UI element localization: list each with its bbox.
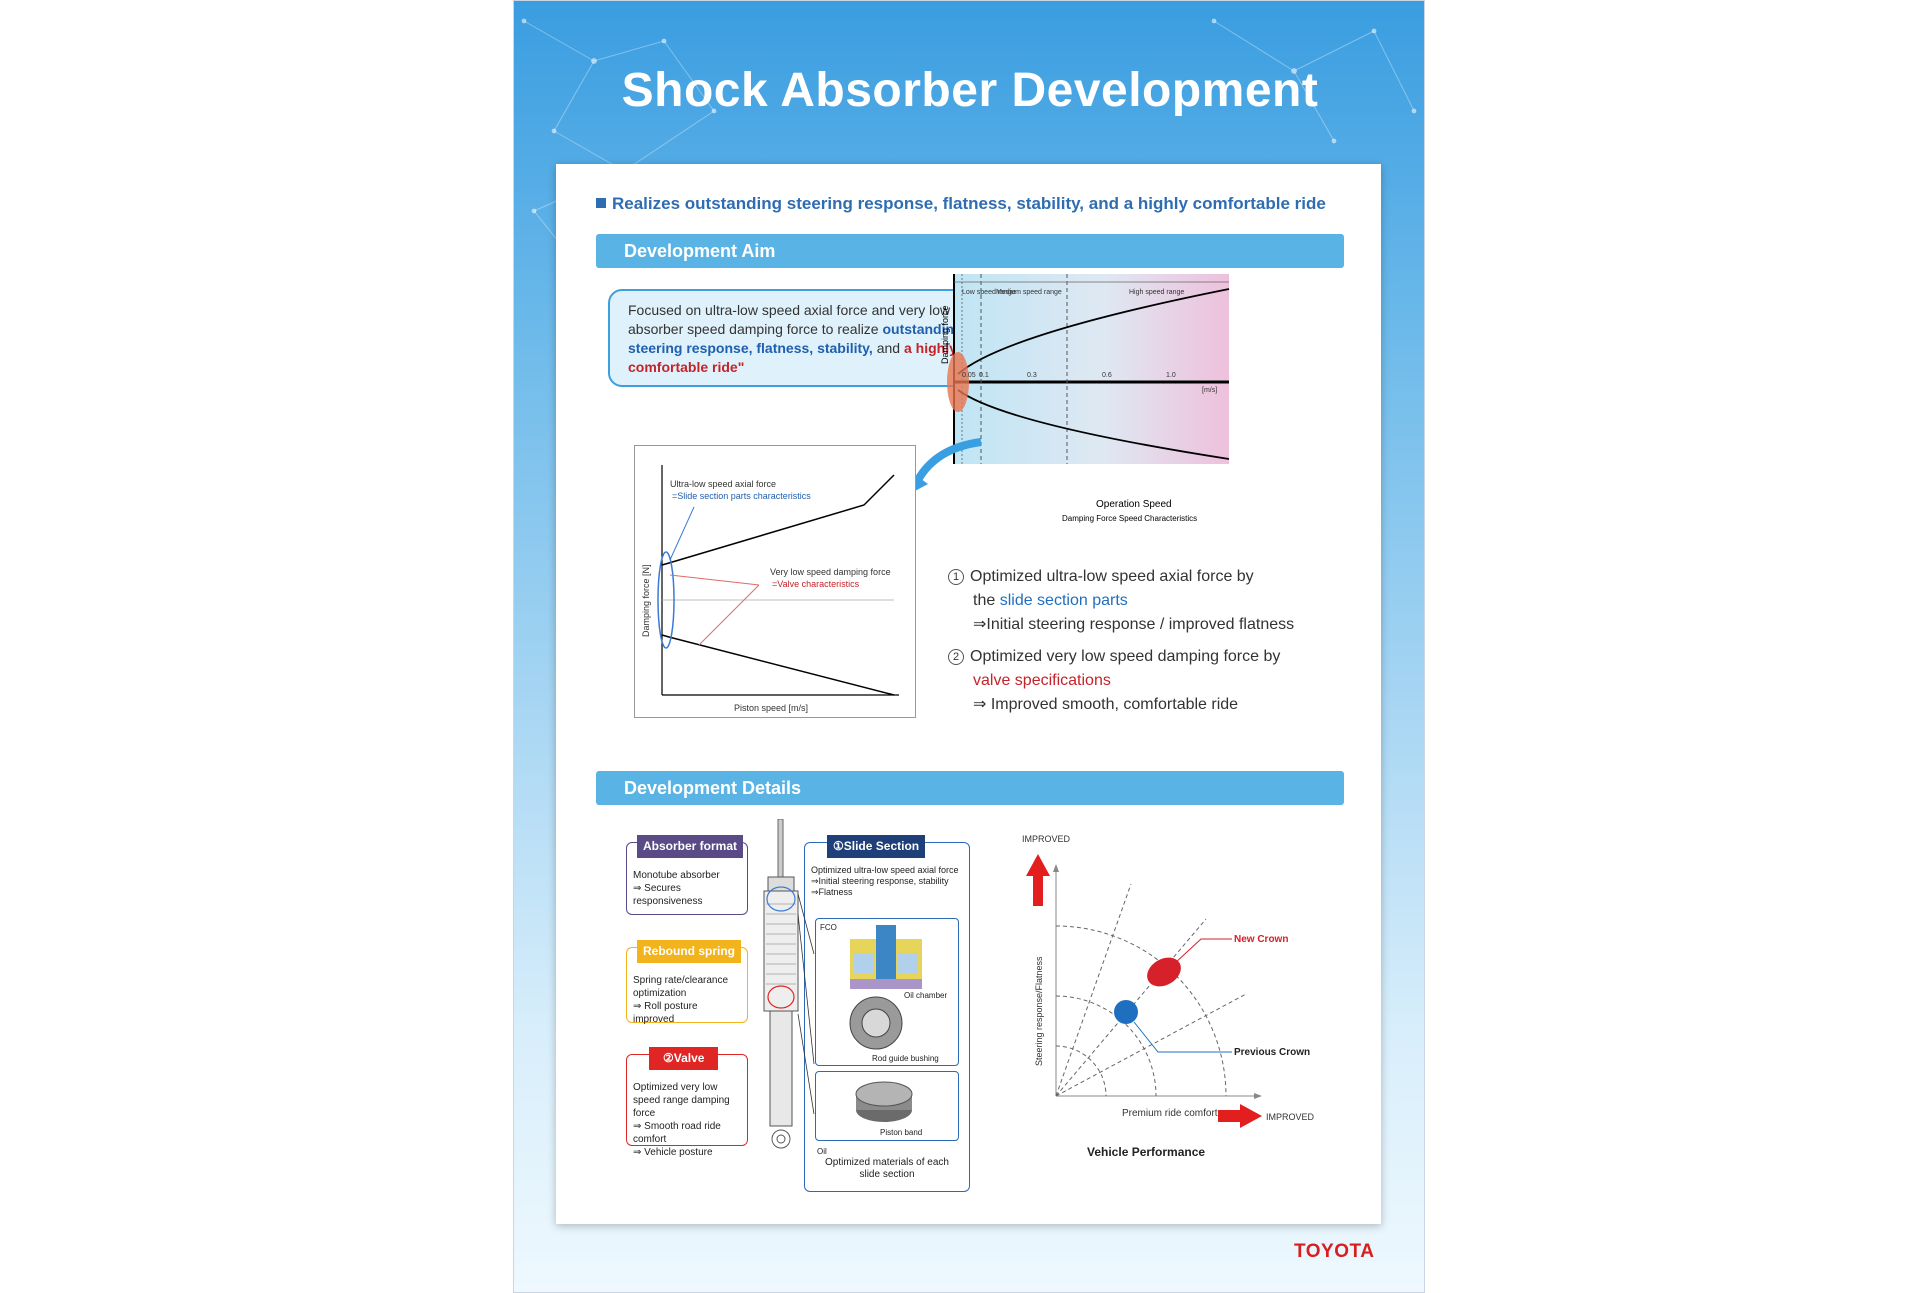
valve-l1: Optimized very low speed range damping f… — [633, 1082, 730, 1119]
slide-section-box: ①Slide Section Optimized ultra-low speed… — [804, 835, 970, 1192]
piston-chart-ylabel: Damping force [N] — [641, 564, 651, 637]
tick-01: 0.1 — [979, 372, 989, 379]
aim-points: 1 Optimized ultra-low speed axial force b… — [948, 565, 1348, 725]
rebound-spring-box: Rebound spring Spring rate/clearance opt… — [626, 940, 748, 1025]
callout-highlight-blue: outstanding steering response, flatness,… — [628, 321, 963, 356]
valve-box: ②Valve Optimized very low speed range da… — [626, 1047, 748, 1158]
ann1-line2: =Slide section parts characteristics — [672, 491, 811, 501]
perf-ylabel: Steering response/Flatness — [1034, 956, 1044, 1066]
ann2-line1: Very low speed damping force — [770, 567, 891, 577]
rod-guide-label: Rod guide bushing — [872, 1054, 939, 1063]
point-1-d: ⇒Initial steering response / improved fl… — [973, 616, 1295, 633]
rebound-curve — [957, 389, 1230, 460]
point-1-number: 1 — [948, 569, 964, 585]
low-speed-highlight — [947, 352, 969, 412]
range-medium: Medium speed range — [996, 289, 1062, 296]
point-2: 2 Optimized very low speed damping force … — [948, 645, 1348, 717]
damping-speed-chart: Low speed range Medium speed range High … — [940, 274, 1230, 464]
ann1-line1: Ultra-low speed axial force — [670, 479, 776, 489]
vehicle-performance-chart: IMPROVED New Crown Previous Crown Steeri… — [1022, 834, 1315, 1128]
range-low: Low speed range — [962, 289, 1016, 296]
point-2-number: 2 — [948, 649, 964, 665]
valve-tag: ②Valve — [649, 1047, 719, 1070]
chart-plot-area — [954, 274, 1229, 464]
slide-l1: Optimized ultra-low speed axial force — [811, 865, 959, 875]
tick-03: 0.3 — [1027, 372, 1037, 379]
slide-parts-panel: FCO Oil chamber Rod guide bushing — [815, 918, 959, 1066]
perf-caption: Vehicle Performance — [1087, 1145, 1206, 1159]
aim-callout: Focused on ultra-low speed axial force a… — [608, 289, 988, 387]
development-details-bar: Development Details — [596, 771, 1344, 805]
point-1-b: the — [973, 592, 996, 609]
slide-section-marker — [766, 886, 796, 912]
new-crown-point — [1147, 957, 1181, 987]
tick-10: 1.0 — [1166, 372, 1176, 379]
piston-band-illustration — [855, 1081, 913, 1122]
content-card: Realizes outstanding steering response, … — [556, 164, 1381, 1224]
tick-06: 0.6 — [1102, 372, 1112, 379]
point-2-highlight: valve specifications — [973, 672, 1111, 689]
valve-marker — [767, 985, 795, 1009]
slide-l2: ⇒Initial steering response, stability — [811, 876, 949, 886]
absorber-format-box: Absorber format Monotube absorber ⇒ Secu… — [626, 835, 748, 915]
headline: Realizes outstanding steering response, … — [596, 194, 1326, 214]
range-high: High speed range — [1129, 289, 1184, 296]
poster: Shock Absorber Development Realizes outs… — [513, 0, 1425, 1293]
poster-title: Shock Absorber Development — [621, 64, 1319, 117]
point-1-a: Optimized ultra-low speed axial force by — [970, 568, 1254, 585]
previous-crown-label: Previous Crown — [1234, 1047, 1310, 1058]
slide-footer: Optimized materials of each slide sectio… — [825, 1157, 949, 1180]
piston-band-panel: Piston band — [815, 1071, 959, 1141]
callout-lines — [797, 893, 815, 1115]
rebound-l1: Spring rate/clearance optimization — [633, 975, 729, 999]
headline-text: Realizes outstanding steering response, … — [612, 194, 1326, 213]
point-2-d: ⇒ Improved smooth, comfortable ride — [973, 696, 1239, 713]
callout-and: and — [876, 340, 901, 356]
oil-chamber-label: Oil chamber — [904, 991, 948, 1000]
improved-x-label: IMPROVED — [1266, 1112, 1315, 1122]
point-1-highlight: slide section parts — [999, 592, 1128, 609]
previous-crown-point — [1114, 1000, 1138, 1024]
slide-section-tag: ①Slide Section — [827, 835, 926, 858]
bullet-square-icon — [596, 198, 606, 208]
piston-chart-xlabel: Piston speed [m/s] — [734, 703, 808, 713]
piston-band-label: Piston band — [880, 1128, 923, 1137]
oil-label: Oil — [817, 1147, 827, 1156]
upper-force-line — [661, 474, 895, 566]
rod-guide-bushing-illustration — [849, 996, 903, 1050]
fco-seal-illustration — [850, 925, 922, 989]
new-crown-label: New Crown — [1234, 934, 1288, 945]
toyota-logo: TOYOTA — [1294, 1241, 1375, 1262]
absorber-l2: ⇒ Secures responsiveness — [633, 883, 703, 907]
fco-label: FCO — [820, 923, 837, 932]
compression-curve — [957, 288, 1230, 375]
valve-l2: ⇒ Smooth road ride comfort — [633, 1121, 721, 1145]
shock-absorber-illustration — [763, 819, 799, 1149]
speed-chart-caption: Damping Force Speed Characteristics — [1062, 514, 1198, 523]
lower-force-line — [661, 634, 895, 696]
absorber-format-tag: Absorber format — [637, 835, 744, 858]
slide-l3: ⇒Flatness — [811, 887, 853, 897]
point-2-a: Optimized very low speed damping force b… — [970, 648, 1281, 665]
tick-005: 0.05 — [962, 372, 976, 379]
absorber-l1: Monotube absorber — [633, 870, 720, 881]
callout-text: Focused on ultra-low speed axial force a… — [628, 302, 951, 337]
development-aim-bar: Development Aim — [596, 234, 1344, 268]
piston-speed-chart: Ultra-low speed axial force =Slide secti… — [634, 445, 916, 718]
speed-unit: [m/s] — [1202, 387, 1217, 394]
improved-up-arrow — [1026, 854, 1050, 906]
rebound-l2: ⇒ Roll posture improved — [633, 1001, 698, 1025]
rebound-spring-tag: Rebound spring — [637, 940, 741, 963]
point-1: 1 Optimized ultra-low speed axial force b… — [948, 565, 1348, 637]
callout-highlight-red: a highly comfortable ride" — [628, 340, 957, 375]
improved-y-label: IMPROVED — [1022, 834, 1071, 844]
valve-l3: ⇒ Vehicle posture — [633, 1147, 713, 1158]
speed-chart-ylabel: Damping force — [940, 305, 950, 364]
perf-xlabel: Premium ride comfort — [1122, 1108, 1218, 1119]
ultra-low-ellipse — [657, 551, 675, 649]
ann2-line2: =Valve characteristics — [772, 579, 860, 589]
speed-chart-xlabel: Operation Speed — [1096, 499, 1172, 510]
improved-right-arrow — [1218, 1104, 1262, 1128]
